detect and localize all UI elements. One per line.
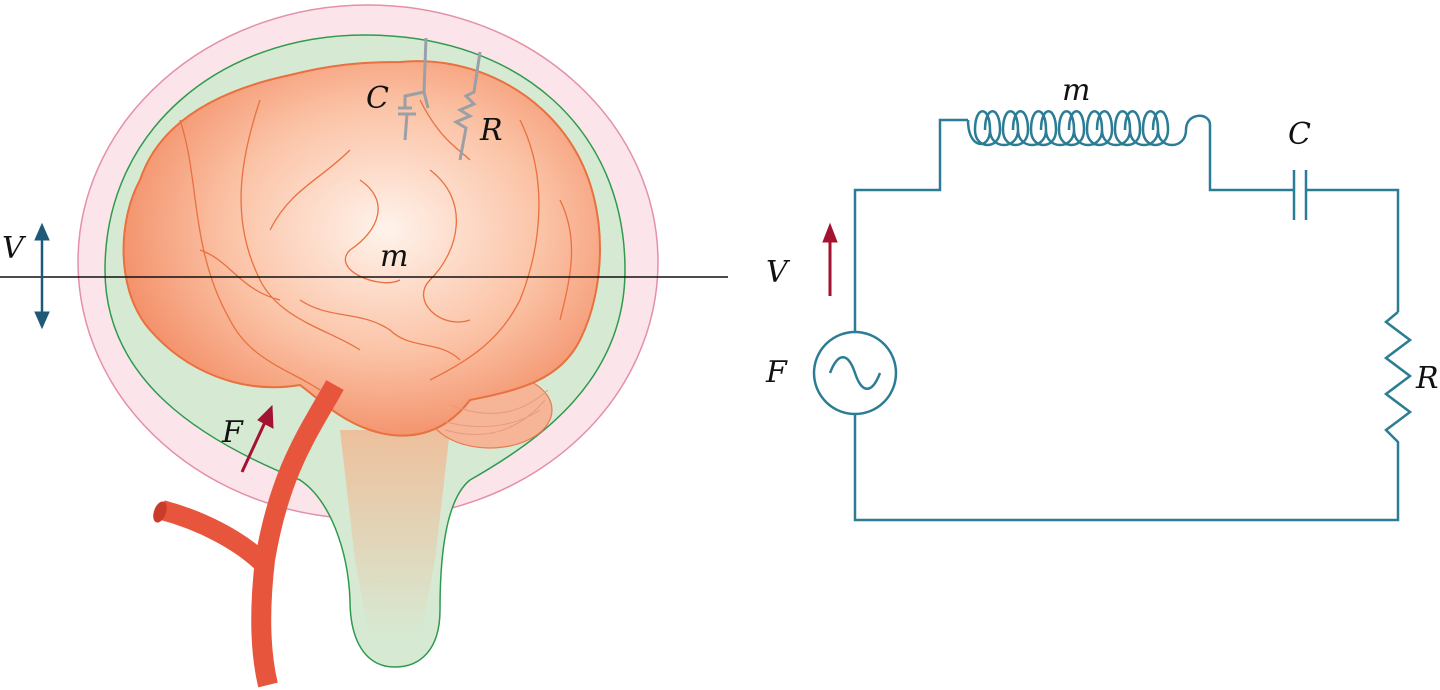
label-velocity: V <box>2 231 27 266</box>
label-force: F <box>221 415 244 450</box>
artery-branch <box>159 500 273 573</box>
wire-bottom <box>853 414 1400 522</box>
artery-opening <box>153 501 167 523</box>
circuit-velocity-arrow-icon <box>822 222 838 296</box>
sine-wave-icon <box>828 356 882 390</box>
brain <box>122 60 601 437</box>
resistor-zigzag <box>1383 311 1413 452</box>
circuit-label-velocity: V <box>766 255 791 290</box>
force-arrow-icon <box>240 404 274 473</box>
resistor-symbol <box>452 51 482 161</box>
inductor-coil <box>966 110 1212 147</box>
brain-stem <box>340 430 450 640</box>
circuit-diagram <box>812 110 1413 522</box>
ac-source <box>812 330 898 416</box>
label-resistor: R <box>479 113 503 148</box>
capacitor-symbol <box>398 37 430 141</box>
velocity-double-arrow-icon <box>34 222 50 330</box>
label-mass: m <box>380 239 408 274</box>
label-capacitor: C <box>366 81 389 116</box>
capacitor-plates <box>1292 170 1308 220</box>
circuit-label-source: F <box>765 355 788 390</box>
brain-illustration: C R m V F <box>0 4 728 688</box>
wire-left-top <box>853 118 968 332</box>
wire-top-right <box>1208 125 1400 312</box>
circuit-label-inductor: m <box>1062 73 1090 108</box>
circuit-label-resistor: R <box>1415 361 1439 396</box>
cerebellum-folds <box>439 389 549 436</box>
circuit-label-capacitor: C <box>1288 117 1311 152</box>
brain-gyri <box>179 99 573 391</box>
